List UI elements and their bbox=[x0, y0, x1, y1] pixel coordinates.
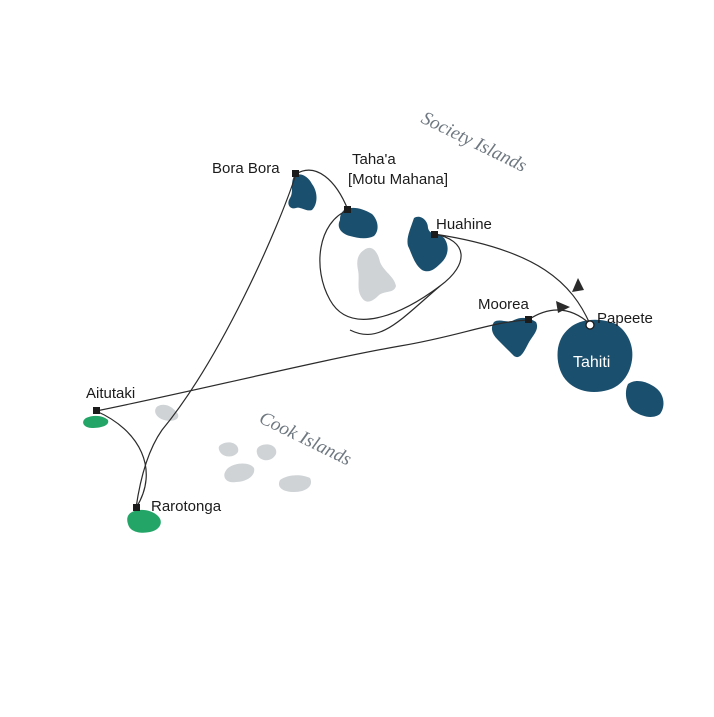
aitutaki-label: Aitutaki bbox=[86, 385, 135, 402]
cook-island-grey-3 bbox=[224, 463, 255, 483]
tahiti-iti-island bbox=[625, 381, 664, 417]
port-marker-tahaa bbox=[344, 206, 351, 213]
raiatea-island bbox=[357, 247, 396, 302]
port-marker-aitutaki bbox=[93, 407, 100, 414]
rarotonga-island bbox=[127, 509, 161, 533]
bora-bora-island bbox=[288, 174, 317, 211]
cook-island-grey-2 bbox=[256, 444, 277, 461]
aitutaki-island bbox=[83, 415, 109, 428]
direction-arrow-north bbox=[572, 278, 584, 292]
port-marker-bora-bora bbox=[292, 170, 299, 177]
tahaa-label: Taha'a bbox=[352, 151, 396, 168]
port-marker-huahine bbox=[431, 231, 438, 238]
society-islands-label: Society Islands bbox=[418, 108, 530, 177]
route-aitutaki-moorea bbox=[95, 319, 529, 412]
tahiti-island bbox=[557, 319, 633, 392]
direction-arrow-east bbox=[556, 301, 570, 313]
port-marker-papeete bbox=[585, 320, 595, 330]
cook-islands-label: Cook Islands bbox=[256, 408, 355, 471]
tahaa-sublabel: [Motu Mahana] bbox=[348, 171, 448, 188]
moorea-island bbox=[491, 317, 538, 358]
cook-island-grey-4 bbox=[278, 475, 312, 492]
route-huahine-tahaa-connector bbox=[349, 285, 441, 336]
tahiti-label: Tahiti bbox=[573, 354, 610, 371]
route-moorea-papeete bbox=[527, 309, 591, 325]
port-marker-moorea bbox=[525, 316, 532, 323]
rarotonga-label: Rarotonga bbox=[151, 498, 222, 515]
route-rarotonga-aitutaki bbox=[95, 410, 147, 509]
route-papeete-huahine bbox=[433, 233, 591, 325]
cook-island-grey-1 bbox=[218, 442, 239, 457]
papeete-label: Papeete bbox=[597, 310, 653, 327]
tahaa-island bbox=[338, 207, 378, 239]
route-huahine-loop-tahaa bbox=[319, 209, 462, 320]
port-marker-rarotonga bbox=[133, 504, 140, 511]
huahine-island bbox=[407, 216, 448, 272]
bora-bora-label: Bora Bora bbox=[212, 160, 280, 177]
route-tahaa-borabora bbox=[295, 169, 349, 211]
huahine-label: Huahine bbox=[436, 216, 492, 233]
moorea-label: Moorea bbox=[478, 296, 530, 313]
